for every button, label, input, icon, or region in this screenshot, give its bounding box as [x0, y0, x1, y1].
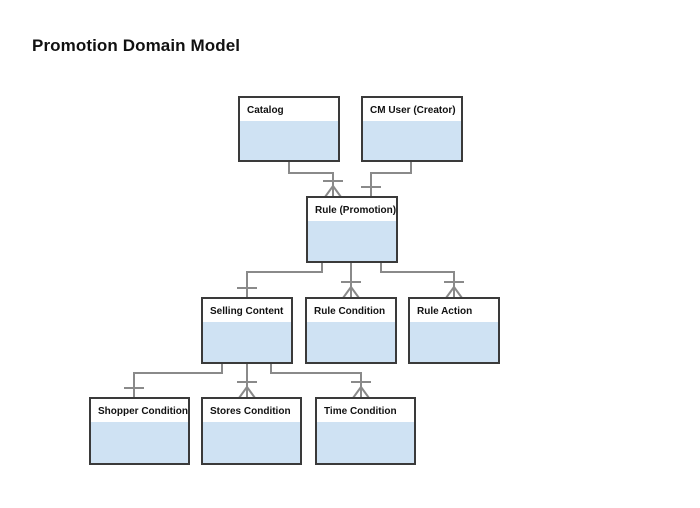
connector-selling-content-time-condition	[270, 363, 371, 399]
entity-label: CM User (Creator)	[370, 105, 456, 116]
page-title: Promotion Domain Model	[32, 36, 241, 55]
entity-selling-content: Selling Content	[201, 297, 293, 364]
entity-label: Stores Condition	[210, 406, 291, 417]
entity-label: Shopper Condition	[98, 406, 188, 417]
entity-shopper-condition: Shopper Condition	[89, 397, 190, 465]
entity-label: Rule Action	[417, 306, 473, 317]
entity-rule-condition: Rule Condition	[305, 297, 397, 364]
entity-body	[240, 121, 338, 160]
entity-cm-user: CM User (Creator)	[361, 96, 463, 162]
connector-rule-rule-action	[380, 262, 464, 299]
connector-rule-rule-condition	[341, 262, 361, 299]
entity-label: Rule (Promotion)	[315, 205, 397, 216]
entity-body	[410, 322, 498, 362]
entity-time-condition: Time Condition	[315, 397, 416, 465]
entity-body	[363, 121, 461, 160]
entity-rule-action: Rule Action	[408, 297, 500, 364]
entity-body	[317, 422, 414, 463]
entity-label: Rule Condition	[314, 306, 386, 317]
connector-cmuser-rule	[361, 161, 412, 197]
connector-selling-content-shopper-condition	[124, 363, 223, 398]
entity-label: Time Condition	[324, 406, 397, 417]
entity-stores-condition: Stores Condition	[201, 397, 302, 465]
entity-body	[203, 422, 300, 463]
entity-label: Catalog	[247, 105, 284, 116]
connector-rule-selling-content	[237, 262, 323, 298]
entity-body	[91, 422, 188, 463]
entity-body	[203, 322, 291, 362]
entity-body	[308, 221, 396, 261]
connector-selling-content-stores-condition	[237, 363, 257, 399]
entity-label: Selling Content	[210, 306, 284, 317]
entity-body	[307, 322, 395, 362]
entity-catalog: Catalog	[238, 96, 340, 162]
entity-rule-promotion: Rule (Promotion)	[306, 196, 398, 263]
connector-catalog-rule	[288, 161, 343, 198]
